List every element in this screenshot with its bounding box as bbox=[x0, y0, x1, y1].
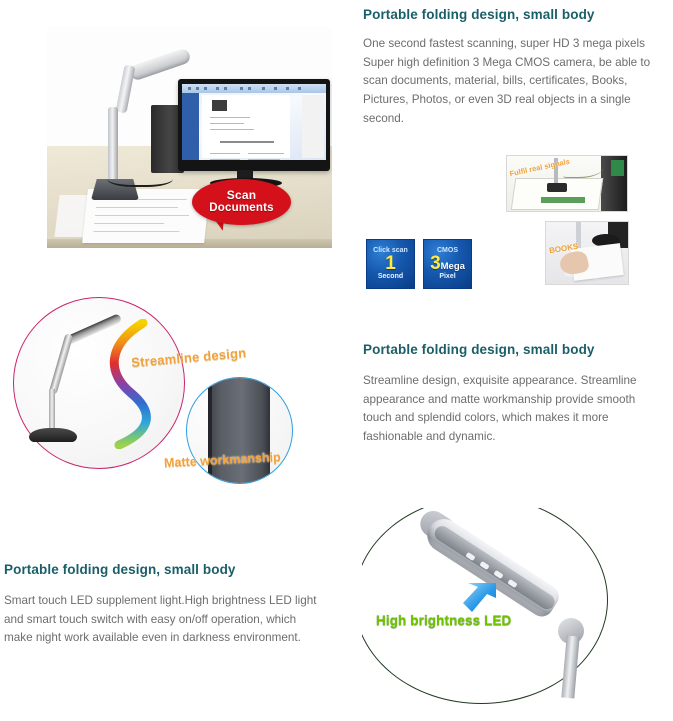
badge-cmos-bottom: Pixel bbox=[439, 273, 456, 281]
bk-scanner-stand bbox=[576, 222, 581, 248]
led-circle-frame bbox=[362, 508, 608, 704]
matte-circle-frame bbox=[186, 377, 293, 484]
scanner-with-monitor-photo: Scan Documents bbox=[47, 27, 332, 248]
rs-scanner-stand bbox=[554, 158, 558, 186]
real-signal-photo bbox=[506, 155, 628, 212]
document-logo bbox=[212, 100, 227, 111]
badge-click-scan-bottom: Second bbox=[377, 273, 404, 281]
lamp-stem bbox=[49, 389, 55, 435]
scanner-cable bbox=[107, 167, 173, 187]
section-3-body: Smart touch LED supplement light.High br… bbox=[4, 593, 317, 645]
rs-monitor-side bbox=[601, 156, 627, 211]
balloon-line-2: Documents bbox=[209, 202, 274, 215]
streamline-design-photo bbox=[13, 297, 185, 469]
screen-sidebar bbox=[182, 93, 199, 160]
rs-green-screen bbox=[611, 160, 624, 176]
screen-document-page bbox=[202, 95, 290, 160]
monitor bbox=[178, 79, 330, 171]
screen-toolbar bbox=[182, 84, 326, 93]
books-scanning-photo bbox=[545, 221, 629, 285]
section-led-text: Portable folding design, small body Smar… bbox=[4, 561, 324, 648]
balloon-line-1: Scan bbox=[226, 188, 257, 203]
badge-cmos-unit: Mega bbox=[440, 261, 465, 273]
rs-scanner-head bbox=[547, 183, 567, 192]
rainbow-s-curve-icon bbox=[109, 319, 151, 449]
scanner-lower-arm bbox=[108, 107, 118, 185]
matte-slab-edge bbox=[208, 378, 212, 483]
badge-cmos-value: 3Mega bbox=[430, 254, 465, 273]
badge-click-scan-value: 1 bbox=[385, 253, 396, 275]
badge-click-scan-top: Click scan bbox=[373, 247, 408, 255]
section-2-body: Streamline design, exquisite appearance.… bbox=[363, 373, 637, 444]
badge-cmos-top: CMOS bbox=[437, 247, 458, 255]
monitor-screen bbox=[182, 84, 326, 160]
section-1-body: One second fastest scanning, super HD 3 … bbox=[363, 36, 651, 126]
photo-desk-edge bbox=[47, 239, 332, 248]
badge-cmos: CMOS 3Mega Pixel bbox=[423, 239, 472, 289]
blue-arrow-icon bbox=[463, 583, 496, 612]
section-1-heading: Portable folding design, small body bbox=[363, 7, 595, 22]
matte-workmanship-photo bbox=[186, 377, 293, 484]
section-2-heading: Portable folding design, small body bbox=[363, 342, 595, 357]
section-scan-documents-text: Portable folding design, small body One … bbox=[363, 6, 659, 129]
screen-right-panel bbox=[302, 95, 324, 158]
lamp-base bbox=[29, 428, 77, 442]
rs-cable bbox=[563, 161, 603, 178]
section-3-heading: Portable folding design, small body bbox=[4, 562, 236, 577]
badge-click-scan: Click scan 1 Second bbox=[366, 239, 415, 289]
badge-cmos-number: 3 bbox=[430, 253, 441, 275]
rs-green-bar bbox=[541, 197, 585, 203]
matte-surface-slab bbox=[208, 378, 270, 483]
scan-documents-balloon: Scan Documents bbox=[192, 179, 291, 225]
monitor-neck bbox=[237, 170, 253, 181]
high-brightness-led-photo bbox=[362, 508, 662, 713]
section-streamline-text: Portable folding design, small body Stre… bbox=[363, 341, 659, 447]
